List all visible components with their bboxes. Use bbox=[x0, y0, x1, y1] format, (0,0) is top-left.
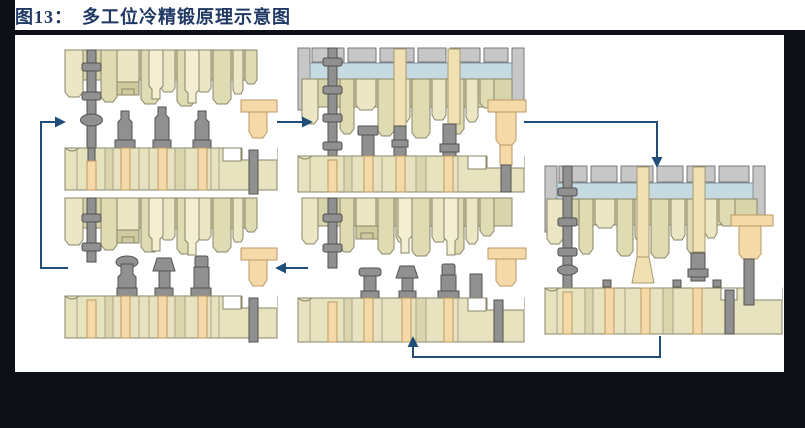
lower-die bbox=[64, 295, 278, 343]
transfer-punch bbox=[240, 247, 278, 287]
punch-rod bbox=[81, 197, 102, 263]
flow-arrows bbox=[40, 116, 663, 358]
staged-punches bbox=[114, 106, 212, 149]
lower-die bbox=[64, 147, 278, 195]
workpieces-forming bbox=[602, 252, 722, 288]
transfer-punch bbox=[730, 214, 774, 306]
panel-stage-1 bbox=[64, 49, 278, 195]
flow-arrow-return-to-stage-1 bbox=[40, 116, 68, 269]
formed-parts bbox=[358, 263, 483, 299]
transfer-punch bbox=[487, 99, 527, 193]
frame-bottom-bar bbox=[0, 372, 805, 428]
upper-punches bbox=[397, 197, 459, 256]
panel-stage-4 bbox=[297, 197, 527, 343]
upper-die bbox=[546, 166, 758, 259]
punch-rod bbox=[557, 165, 578, 289]
figure-label: 图13： bbox=[15, 7, 73, 27]
formed-parts bbox=[115, 255, 212, 297]
panel-stage-5 bbox=[64, 197, 278, 343]
figure-title: 多工位冷精锻原理示意图 bbox=[82, 7, 291, 27]
frame-right-edge bbox=[784, 30, 805, 372]
panel-stage-3 bbox=[544, 165, 783, 335]
frame-left-edge bbox=[0, 0, 15, 428]
lower-die bbox=[297, 297, 525, 343]
punch-rod bbox=[80, 49, 103, 149]
workpieces-forming bbox=[357, 123, 460, 157]
flow-arrow-stage-3-to-4 bbox=[407, 336, 661, 358]
upper-punches bbox=[148, 197, 200, 256]
caption-divider-bar bbox=[0, 30, 805, 35]
panel-stage-2 bbox=[297, 47, 527, 193]
flow-arrow-stage-2-to-3 bbox=[524, 121, 663, 168]
lower-die bbox=[544, 287, 783, 335]
figure-caption: 图13： 多工位冷精锻原理示意图 bbox=[15, 5, 291, 29]
upper-punches bbox=[148, 49, 200, 104]
punch-rod bbox=[322, 197, 343, 269]
transfer-punch bbox=[240, 99, 278, 139]
lower-die bbox=[297, 155, 525, 193]
transfer-punch bbox=[487, 247, 527, 287]
